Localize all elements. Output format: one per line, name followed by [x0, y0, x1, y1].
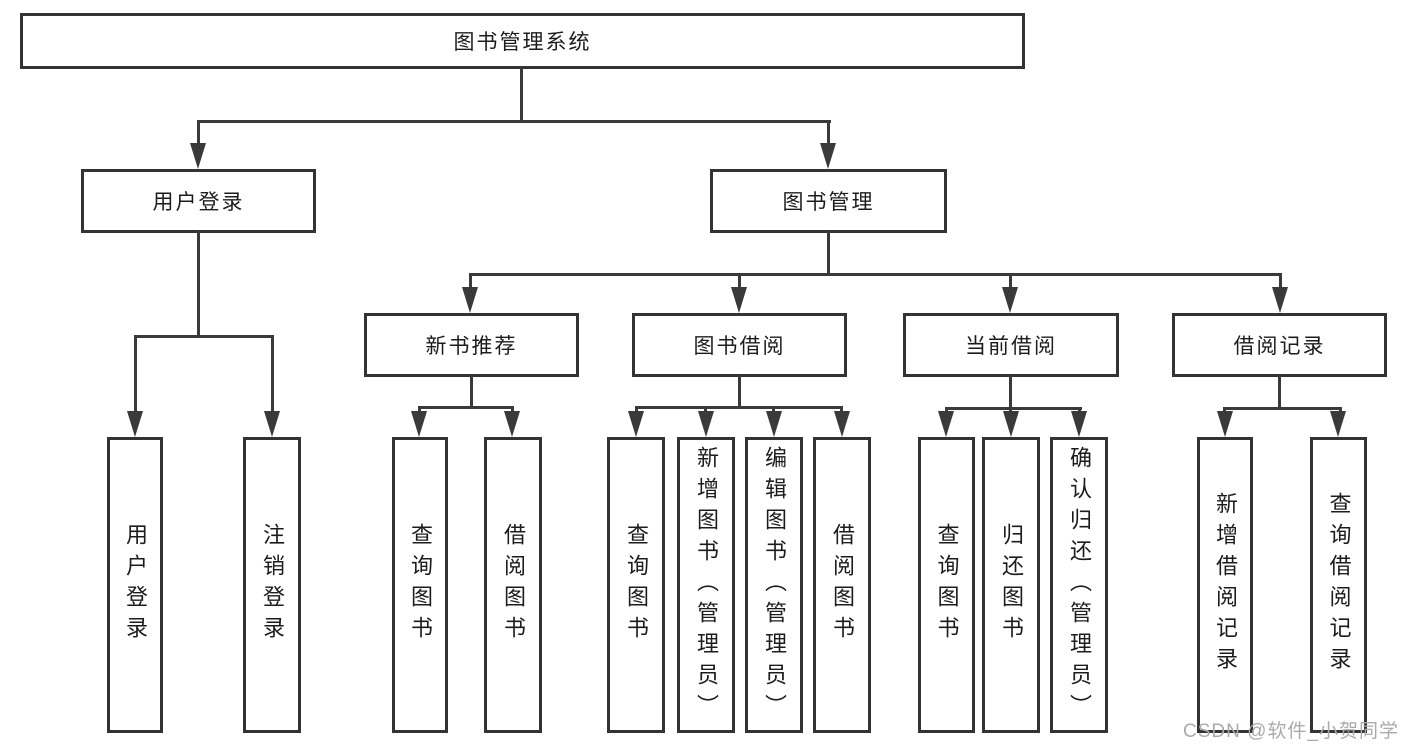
vline: [738, 375, 741, 409]
hline: [197, 120, 831, 123]
arrowhead-down-icon: [1071, 411, 1087, 437]
arrowhead-down-icon: [127, 411, 143, 437]
vline: [1009, 375, 1012, 410]
node-label: 借阅记录: [1233, 335, 1326, 358]
node-label: 当前借阅: [965, 335, 1057, 358]
arrowhead-down-icon: [820, 143, 836, 169]
leaf-label: 新增图书（管理员）: [694, 445, 719, 725]
csdn-watermark: CSDN @软件_小贺同学: [1183, 721, 1399, 742]
vline: [827, 120, 830, 146]
vline: [738, 273, 741, 289]
arrowhead-down-icon: [834, 411, 850, 437]
leaf-label: 确认归还（管理员）: [1067, 445, 1092, 725]
leaf-logout: 注销登录: [243, 437, 301, 733]
vline: [134, 335, 137, 413]
leaf-label: 查询借阅记录: [1326, 492, 1352, 678]
vline: [197, 231, 200, 338]
arrowhead-down-icon: [766, 411, 782, 437]
leaf-user-login: 用户登录: [107, 437, 163, 733]
leaf-label: 查询图书: [934, 523, 960, 647]
arrowhead-down-icon: [1217, 411, 1233, 437]
leaf-label: 归还图书: [999, 523, 1024, 647]
vline: [1278, 375, 1281, 410]
arrowhead-down-icon: [1002, 287, 1018, 313]
node-book-borrowing: 图书借阅: [632, 313, 847, 377]
leaf-label: 注销登录: [260, 523, 285, 647]
vline: [271, 335, 274, 413]
node-label: 图书管理: [782, 191, 875, 214]
leaf-add-books-admin: 新增图书（管理员）: [677, 437, 735, 733]
arrowhead-down-icon: [190, 143, 206, 169]
node-book-management-branch: 图书管理: [710, 169, 947, 233]
arrowhead-down-icon: [1003, 411, 1019, 437]
arrowhead-down-icon: [411, 411, 427, 437]
node-label: 图书管理系统: [453, 31, 592, 54]
leaf-query-books-borrowing: 查询图书: [607, 437, 665, 733]
arrowhead-down-icon: [1272, 287, 1288, 313]
vline: [520, 67, 523, 122]
node-label: 新书推荐: [425, 335, 518, 358]
leaf-label: 借阅图书: [830, 523, 855, 647]
arrowhead-down-icon: [1330, 411, 1346, 437]
hline: [418, 406, 514, 409]
vline: [197, 120, 200, 146]
node-label: 图书借阅: [693, 335, 786, 358]
leaf-add-borrow-record: 新增借阅记录: [1197, 437, 1253, 733]
node-borrowing-records: 借阅记录: [1172, 313, 1387, 377]
hline: [1223, 407, 1342, 410]
hline: [635, 406, 843, 409]
leaf-query-books-recommend: 查询图书: [392, 437, 448, 733]
hline: [134, 335, 274, 338]
hline: [469, 273, 1282, 276]
vline: [470, 375, 473, 409]
node-current-borrowing: 当前借阅: [903, 313, 1119, 377]
node-user-login-branch: 用户登录: [81, 169, 316, 233]
vline: [469, 273, 472, 289]
arrowhead-down-icon: [462, 287, 478, 313]
node-root-system: 图书管理系统: [20, 13, 1025, 69]
leaf-label: 新增借阅记录: [1213, 492, 1238, 678]
arrowhead-down-icon: [698, 411, 714, 437]
vline: [1279, 273, 1282, 289]
hline: [945, 407, 1082, 410]
leaf-label: 用户登录: [123, 523, 148, 647]
vline: [1009, 273, 1012, 289]
leaf-label: 借阅图书: [501, 523, 526, 647]
arrowhead-down-icon: [264, 411, 280, 437]
arrowhead-down-icon: [504, 411, 520, 437]
leaf-label: 查询图书: [624, 523, 649, 647]
leaf-return-books: 归还图书: [982, 437, 1040, 733]
arrowhead-down-icon: [731, 287, 747, 313]
leaf-edit-books-admin: 编辑图书（管理员）: [745, 437, 803, 733]
leaf-confirm-return-admin: 确认归还（管理员）: [1050, 437, 1108, 733]
arrowhead-down-icon: [938, 411, 954, 437]
leaf-query-borrow-record: 查询借阅记录: [1310, 437, 1367, 733]
leaf-label: 编辑图书（管理员）: [762, 445, 787, 725]
vline: [827, 231, 830, 276]
leaf-query-books-current: 查询图书: [918, 437, 975, 733]
leaf-borrow-books-recommend: 借阅图书: [484, 437, 542, 733]
arrowhead-down-icon: [628, 411, 644, 437]
leaf-label: 查询图书: [408, 523, 433, 647]
node-label: 用户登录: [152, 191, 245, 214]
node-new-book-recommendation: 新书推荐: [364, 313, 579, 377]
leaf-borrow-books-borrowing: 借阅图书: [813, 437, 871, 733]
